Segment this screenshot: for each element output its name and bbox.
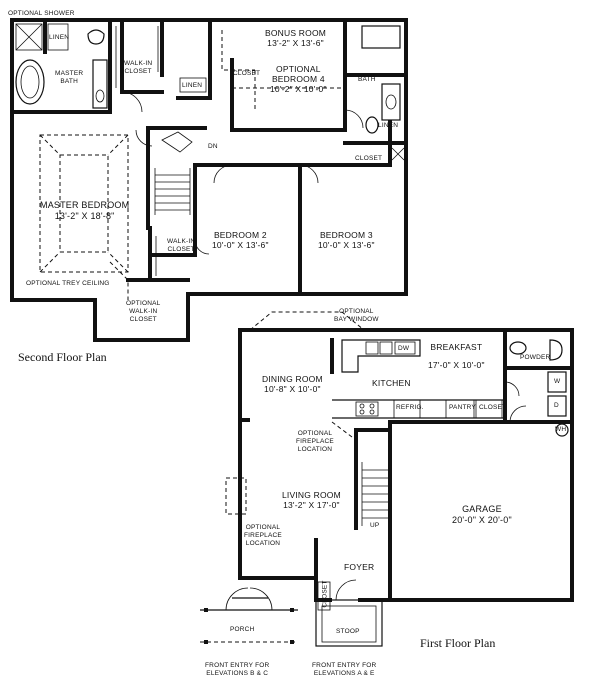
optional-bay-window-label: OPTIONAL BAY WINDOW — [334, 308, 379, 323]
closet-label-2: CLOSET — [355, 155, 383, 162]
linen-label-1: LINEN — [49, 34, 70, 41]
stoop-label: STOOP — [336, 628, 360, 635]
closet-label-kitchen: CLOSET — [479, 404, 507, 411]
breakfast-label: BREAKFAST 17'-0" X 10'-0" — [428, 342, 485, 370]
second-floor-plan-title: Second Floor Plan — [18, 350, 107, 364]
closet-label-foyer: CLOSET — [321, 580, 329, 608]
porch-label: PORCH — [230, 626, 255, 633]
closet-label-1: CLOSET — [233, 70, 261, 77]
living-room-label: LIVING ROOM 13'-2" X 17'-0" — [282, 490, 341, 510]
pantry-label: PANTRY — [449, 404, 476, 411]
master-bedroom-label: MASTER BEDROOM 13'-2" X 18'-8" — [40, 200, 130, 221]
linen-label-2: LINEN — [182, 82, 203, 89]
refrig-label: REFRIG. — [396, 404, 424, 411]
linen-label-3: LINEN — [378, 122, 399, 129]
optional-fireplace-label-2: OPTIONAL FIREPLACE LOCATION — [244, 524, 282, 547]
bath-label: BATH — [358, 76, 376, 83]
water-heater-label: WH — [555, 426, 567, 433]
optional-walk-in-closet-label: OPTIONAL WALK-IN CLOSET — [126, 300, 161, 323]
washer-label: W — [554, 378, 561, 385]
bonus-room-label: BONUS ROOM 13'-2" X 13'-6" — [265, 28, 327, 48]
dryer-label: D — [554, 402, 559, 409]
bedroom-2-label: BEDROOM 2 10'-0" X 13'-6" — [212, 230, 269, 250]
first-floor-plan-title: First Floor Plan — [420, 636, 496, 650]
optional-shower-label: OPTIONAL SHOWER — [8, 10, 75, 17]
optional-trey-ceiling-label: OPTIONAL TREY CEILING — [26, 280, 110, 287]
second-floor-fixtures — [15, 23, 405, 300]
front-entry-ae-label: FRONT ENTRY FOR ELEVATIONS A & E — [312, 662, 377, 677]
dw-label: DW — [398, 345, 410, 352]
up-label: UP — [370, 522, 380, 529]
bedroom-3-label: BEDROOM 3 10'-0" X 13'-6" — [318, 230, 375, 250]
first-floor-fixtures — [200, 311, 569, 647]
dn-label: DN — [208, 143, 218, 150]
walk-in-closet-label-2: WALK-IN CLOSET — [167, 238, 196, 253]
first-floor-walls — [238, 328, 574, 602]
optional-fireplace-label-1: OPTIONAL FIREPLACE LOCATION — [296, 430, 334, 453]
garage-label: GARAGE 20'-0" X 20'-0" — [452, 504, 512, 525]
second-floor-walls — [10, 18, 408, 342]
front-entry-bc-label: FRONT ENTRY FOR ELEVATIONS B & C — [205, 662, 270, 677]
powder-label: POWDER — [520, 354, 551, 361]
master-bath-label: MASTER BATH — [55, 70, 84, 85]
foyer-label: FOYER — [344, 562, 375, 572]
kitchen-label: KITCHEN — [372, 378, 411, 388]
dining-room-label: DINING ROOM 10'-8" X 10'-0" — [262, 374, 323, 394]
optional-bedroom-4-label: OPTIONAL BEDROOM 4 10'-2" X 10'-0" — [270, 64, 327, 94]
walk-in-closet-label-1: WALK-IN CLOSET — [124, 60, 153, 75]
